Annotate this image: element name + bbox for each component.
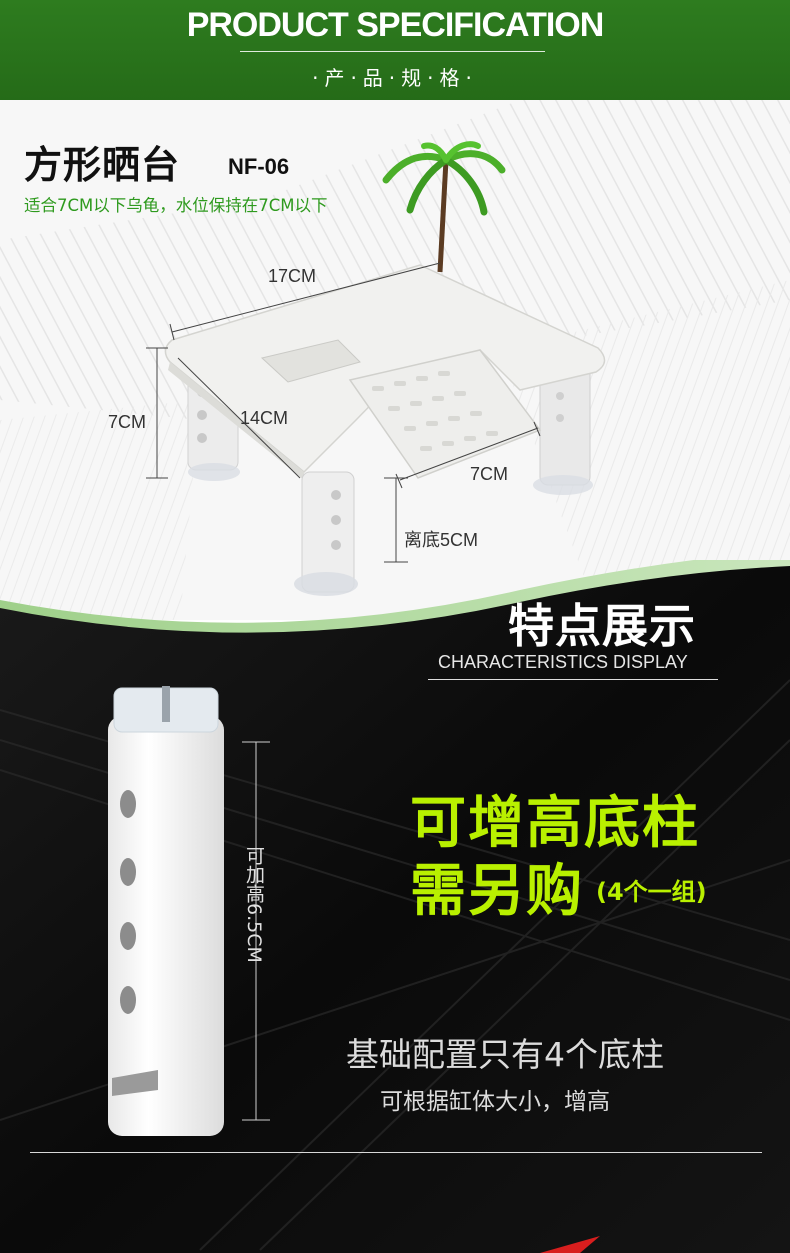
dimension-lines xyxy=(146,262,541,563)
base-config-subtext: 可根据缸体大小，增高 xyxy=(380,1089,610,1115)
headline-extension: 可增高底柱 xyxy=(410,791,700,856)
features-subtitle: CHARACTERISTICS DISPLAY xyxy=(438,652,688,672)
dimension-clearance: 离底5CM xyxy=(404,530,479,550)
dimension-width: 14CM xyxy=(240,408,289,428)
dimension-height: 7CM xyxy=(108,412,147,432)
dimension-length: 17CM xyxy=(268,266,317,286)
column-height-label: 可加高6.5CM xyxy=(243,846,265,963)
extension-column-illustration xyxy=(108,686,270,1136)
headline-purchase-note: (4个一组) xyxy=(596,878,707,906)
product-name: 方形晒台 xyxy=(24,143,181,187)
product-description: 适合7CM以下乌龟，水位保持在7CM以下 xyxy=(24,196,328,215)
headline-purchase: 需另购 xyxy=(410,859,584,924)
header-divider xyxy=(240,51,545,52)
features-title: 特点展示 xyxy=(508,599,696,653)
dimension-ramp: 7CM xyxy=(470,464,509,484)
bottom-divider xyxy=(30,1152,762,1153)
header-title: PRODUCT SPECIFICATION xyxy=(186,6,605,44)
base-config-text: 基础配置只有4个底柱 xyxy=(346,1035,664,1074)
product-model: NF-06 xyxy=(228,154,290,179)
spec-header-banner: PRODUCT SPECIFICATION ·产·品·规·格· xyxy=(0,0,790,100)
basking-platform-illustration xyxy=(146,141,606,596)
spec-section: 方形晒台 NF-06 适合7CM以下乌龟，水位保持在7CM以下 xyxy=(0,100,790,620)
palm-tree-icon xyxy=(382,141,506,273)
header-subtitle: ·产·品·规·格· xyxy=(312,66,478,90)
features-underline xyxy=(428,679,718,680)
